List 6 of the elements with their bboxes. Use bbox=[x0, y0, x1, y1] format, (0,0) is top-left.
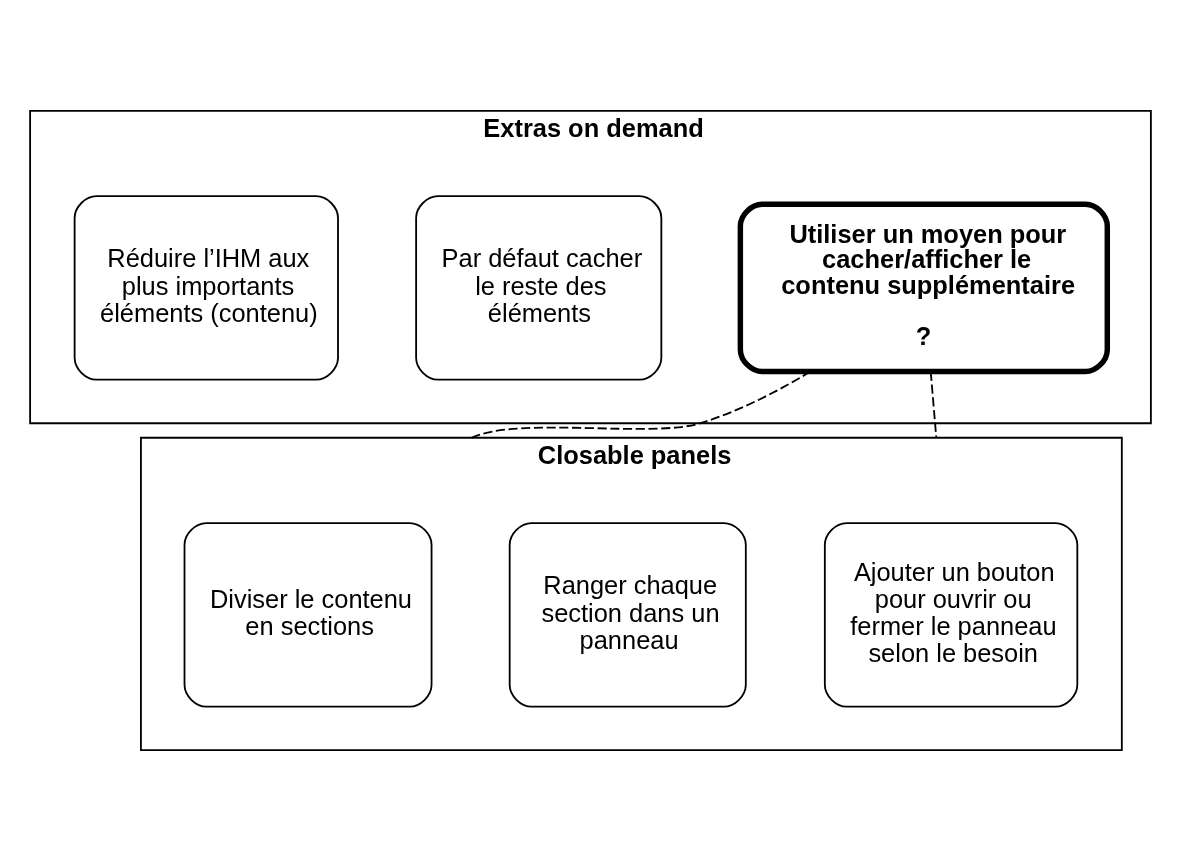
node-box: Réduire l’IHM aux plus importants éléments (contenu) bbox=[73, 194, 339, 381]
node-box: Par défaut cacher le reste des éléments bbox=[415, 194, 663, 381]
node-box: Utiliser un moyen pour cacher/afficher le contenu supplémentaire ? bbox=[737, 201, 1110, 374]
node-box: Ranger chaque section dans un panneau bbox=[508, 521, 747, 707]
node-box: Ajouter un bouton pour ouvrir ou fermer le panneau selon le besoin bbox=[823, 521, 1079, 707]
node-box: Diviser le contenu en sections bbox=[183, 521, 433, 707]
